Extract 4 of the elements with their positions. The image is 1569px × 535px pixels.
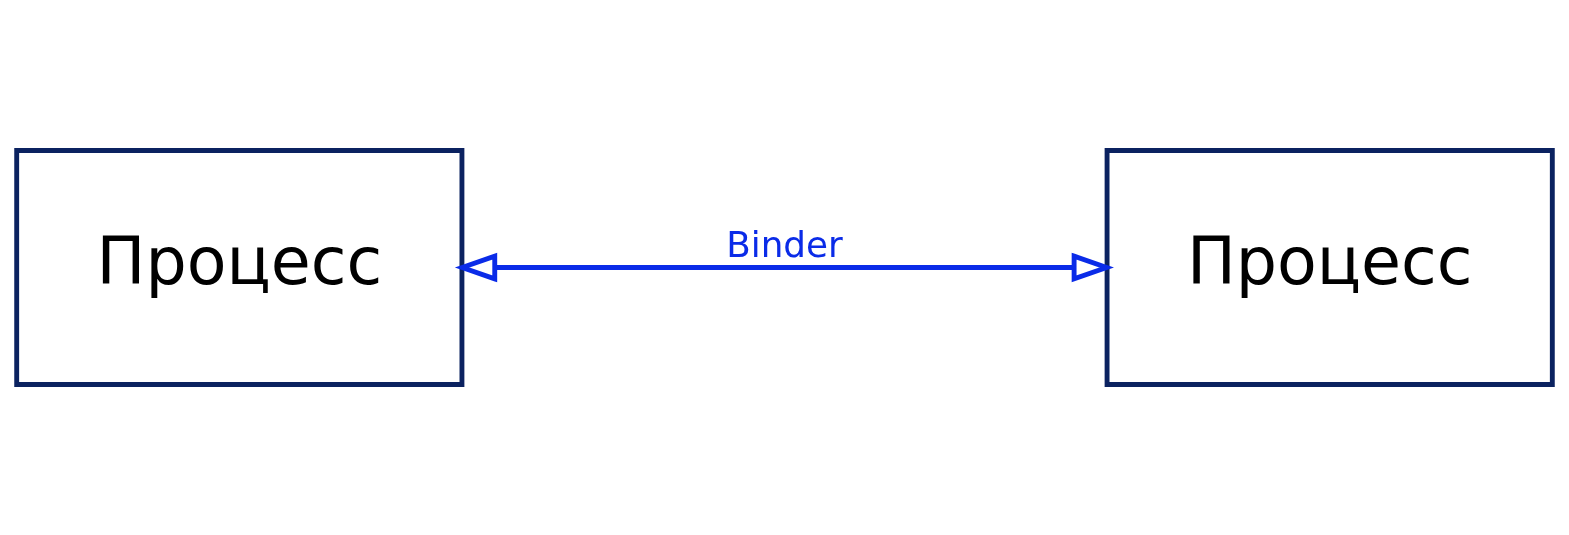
node-box: Процесс	[1104, 148, 1555, 387]
arrow	[454, 252, 1114, 283]
node-box: Процесс	[14, 148, 465, 387]
edge-label: Binder	[726, 224, 843, 266]
